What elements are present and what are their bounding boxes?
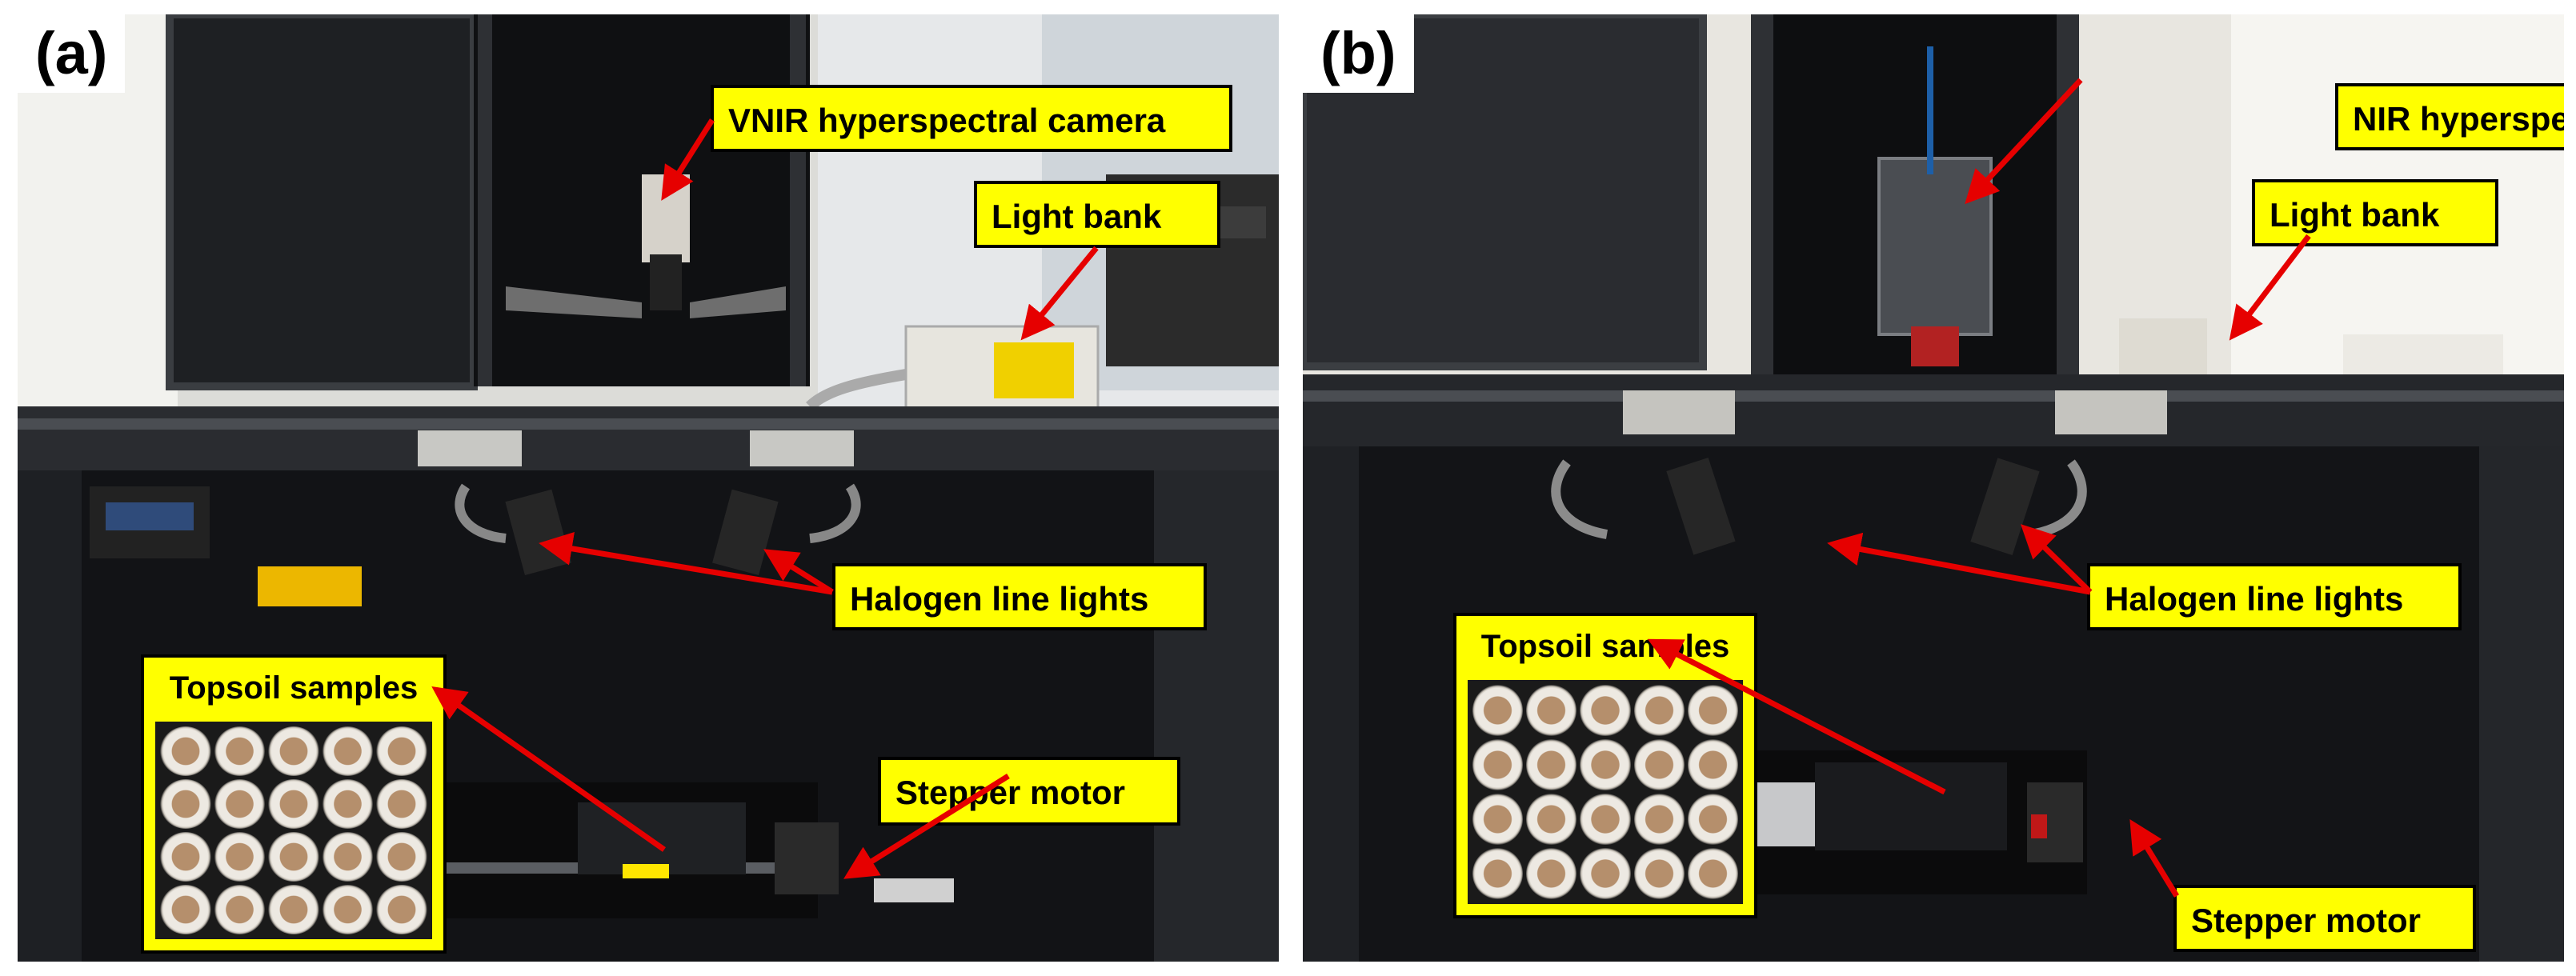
sample-cup [322, 885, 374, 934]
sample-cup [376, 885, 427, 934]
sample-cup [1526, 685, 1577, 736]
sample-cup [268, 885, 319, 934]
sample-cup [1633, 848, 1685, 899]
sample-cup [1687, 794, 1738, 845]
sample-cup [160, 726, 211, 776]
halogen-label: Halogen line lights [2087, 563, 2462, 630]
sample-cup [1526, 794, 1577, 845]
panel-letter: (b) [1303, 14, 1414, 93]
topsoil-inset: Topsoil samples [1453, 613, 1757, 918]
sample-cup [1580, 848, 1631, 899]
panel-letter: (a) [18, 14, 126, 93]
sample-cup [1687, 739, 1738, 790]
stepper-label: Stepper motor [2173, 885, 2476, 952]
photo-vnir-setup [18, 14, 1279, 962]
sample-cup [322, 779, 374, 829]
sample-cup [160, 832, 211, 882]
topsoil-inset: Topsoil samples [141, 654, 447, 954]
camera-label: VNIR hyperspectral camera [711, 85, 1232, 152]
sample-cup [1580, 794, 1631, 845]
panel-a: (a) VNIR hyperspectral camera Light bank… [18, 14, 1279, 962]
sample-cup [322, 726, 374, 776]
sample-cup [214, 832, 266, 882]
sample-cup [376, 832, 427, 882]
sample-cup [1526, 739, 1577, 790]
topsoil-label: Topsoil samples [169, 670, 419, 706]
topsoil-label: Topsoil samples [1480, 628, 1730, 664]
sample-cup [1526, 848, 1577, 899]
sample-cup [1472, 685, 1524, 736]
sample-cup [1687, 848, 1738, 899]
sample-cup [376, 779, 427, 829]
sample-cup [268, 832, 319, 882]
sample-cup [1472, 739, 1524, 790]
sample-cup [268, 779, 319, 829]
light-bank-label: Light bank [2252, 179, 2498, 246]
sample-cup [214, 726, 266, 776]
sample-cup [160, 779, 211, 829]
sample-cup [160, 885, 211, 934]
stepper-label: Stepper motor [878, 757, 1180, 826]
sample-cup [1472, 794, 1524, 845]
halogen-label: Halogen line lights [832, 563, 1207, 630]
sample-cup [1633, 685, 1685, 736]
topsoil-sample-grid [155, 722, 432, 939]
sample-cup [1580, 685, 1631, 736]
camera-label: NIR hyperspectral camera [2335, 83, 2564, 150]
sample-cup [1687, 685, 1738, 736]
topsoil-sample-grid [1468, 680, 1743, 904]
sample-cup [322, 832, 374, 882]
sample-cup [1633, 739, 1685, 790]
panel-b: (b) NIR hyperspectral camera Light bank … [1303, 14, 2564, 962]
sample-cup [214, 885, 266, 934]
sample-cup [1472, 848, 1524, 899]
light-bank-label: Light bank [974, 181, 1220, 248]
sample-cup [268, 726, 319, 776]
sample-cup [214, 779, 266, 829]
sample-cup [376, 726, 427, 776]
sample-cup [1633, 794, 1685, 845]
sample-cup [1580, 739, 1631, 790]
